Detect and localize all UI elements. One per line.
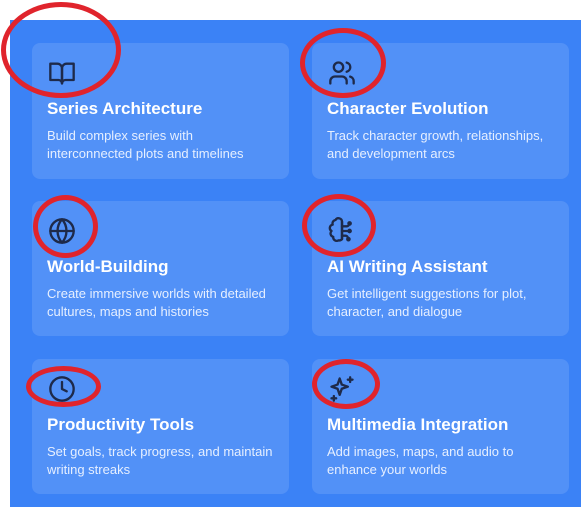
highlight-ring (302, 194, 376, 257)
feature-title: Character Evolution (327, 99, 489, 118)
highlight-ring (26, 366, 101, 407)
feature-title: World-Building (47, 257, 169, 276)
feature-card-world-building[interactable]: World-Building Create immersive worlds w… (32, 201, 289, 336)
highlight-ring (300, 28, 386, 98)
feature-description: Add images, maps, and audio to enhance y… (327, 444, 514, 477)
feature-description: Get intelligent suggestions for plot, ch… (327, 286, 527, 319)
feature-description: Set goals, track progress, and maintain … (47, 444, 273, 477)
feature-title: Productivity Tools (47, 415, 195, 434)
feature-title: Series Architecture (47, 99, 203, 118)
feature-description: Build complex series with interconnected… (47, 128, 244, 161)
highlight-ring (1, 2, 121, 98)
feature-title: AI Writing Assistant (327, 257, 488, 276)
features-panel: Series Architecture Build complex series… (10, 20, 581, 507)
feature-description: Create immersive worlds with detailed cu… (47, 286, 266, 319)
highlight-ring (33, 195, 98, 258)
highlight-ring (312, 359, 380, 409)
feature-card-productivity-tools[interactable]: Productivity Tools Set goals, track prog… (32, 359, 289, 494)
feature-description: Track character growth, relationships, a… (327, 128, 544, 161)
feature-title: Multimedia Integration (327, 415, 509, 434)
